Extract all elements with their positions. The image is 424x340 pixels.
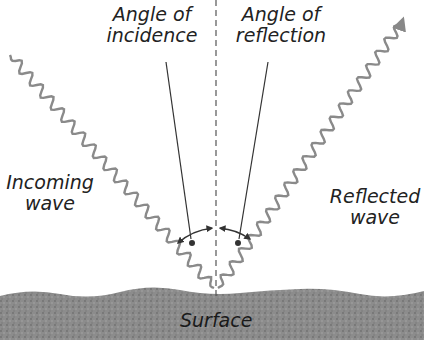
surface-ground — [0, 287, 424, 340]
reflected-wave-line — [218, 22, 402, 288]
incidence-arc — [178, 228, 212, 243]
angle-dot — [189, 240, 195, 246]
wave-label: Reflected wave — [328, 186, 422, 228]
angle-label: Angle of incidence — [98, 4, 206, 46]
leader-line — [239, 62, 268, 239]
normal-line — [215, 0, 216, 296]
wave-label: Incoming wave — [2, 172, 98, 214]
angle-label: Angle of reflection — [224, 4, 338, 46]
leader-line — [166, 62, 191, 239]
surface-label: Surface — [180, 310, 252, 331]
reflection-arc — [220, 228, 250, 239]
angle-dot — [235, 240, 241, 246]
surface-band: Surface — [174, 308, 258, 333]
